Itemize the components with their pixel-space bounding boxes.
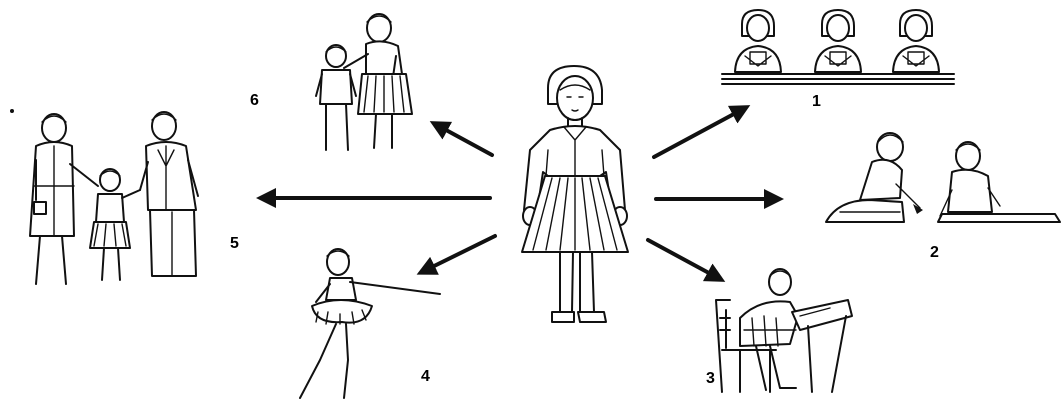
label-6: 6 (250, 93, 259, 109)
stray-mark (10, 109, 14, 113)
label-5: 5 (230, 236, 239, 252)
scene-4-ballerina (300, 249, 440, 398)
arrow-to-4 (422, 236, 495, 272)
central-girl-figure (522, 66, 628, 322)
label-1: 1 (812, 94, 821, 110)
label-2: 2 (930, 245, 939, 261)
scene-5-family (30, 112, 198, 284)
scene-3-writing (716, 269, 852, 392)
arrow-to-1 (654, 108, 745, 157)
label-4: 4 (421, 369, 430, 385)
scene-6-dressing (316, 14, 412, 150)
scene-1-students (722, 10, 954, 84)
arrow-to-3 (648, 240, 720, 279)
scene-2-floor (826, 133, 1060, 222)
arrow-to-6 (435, 124, 492, 155)
label-3: 3 (706, 371, 715, 387)
